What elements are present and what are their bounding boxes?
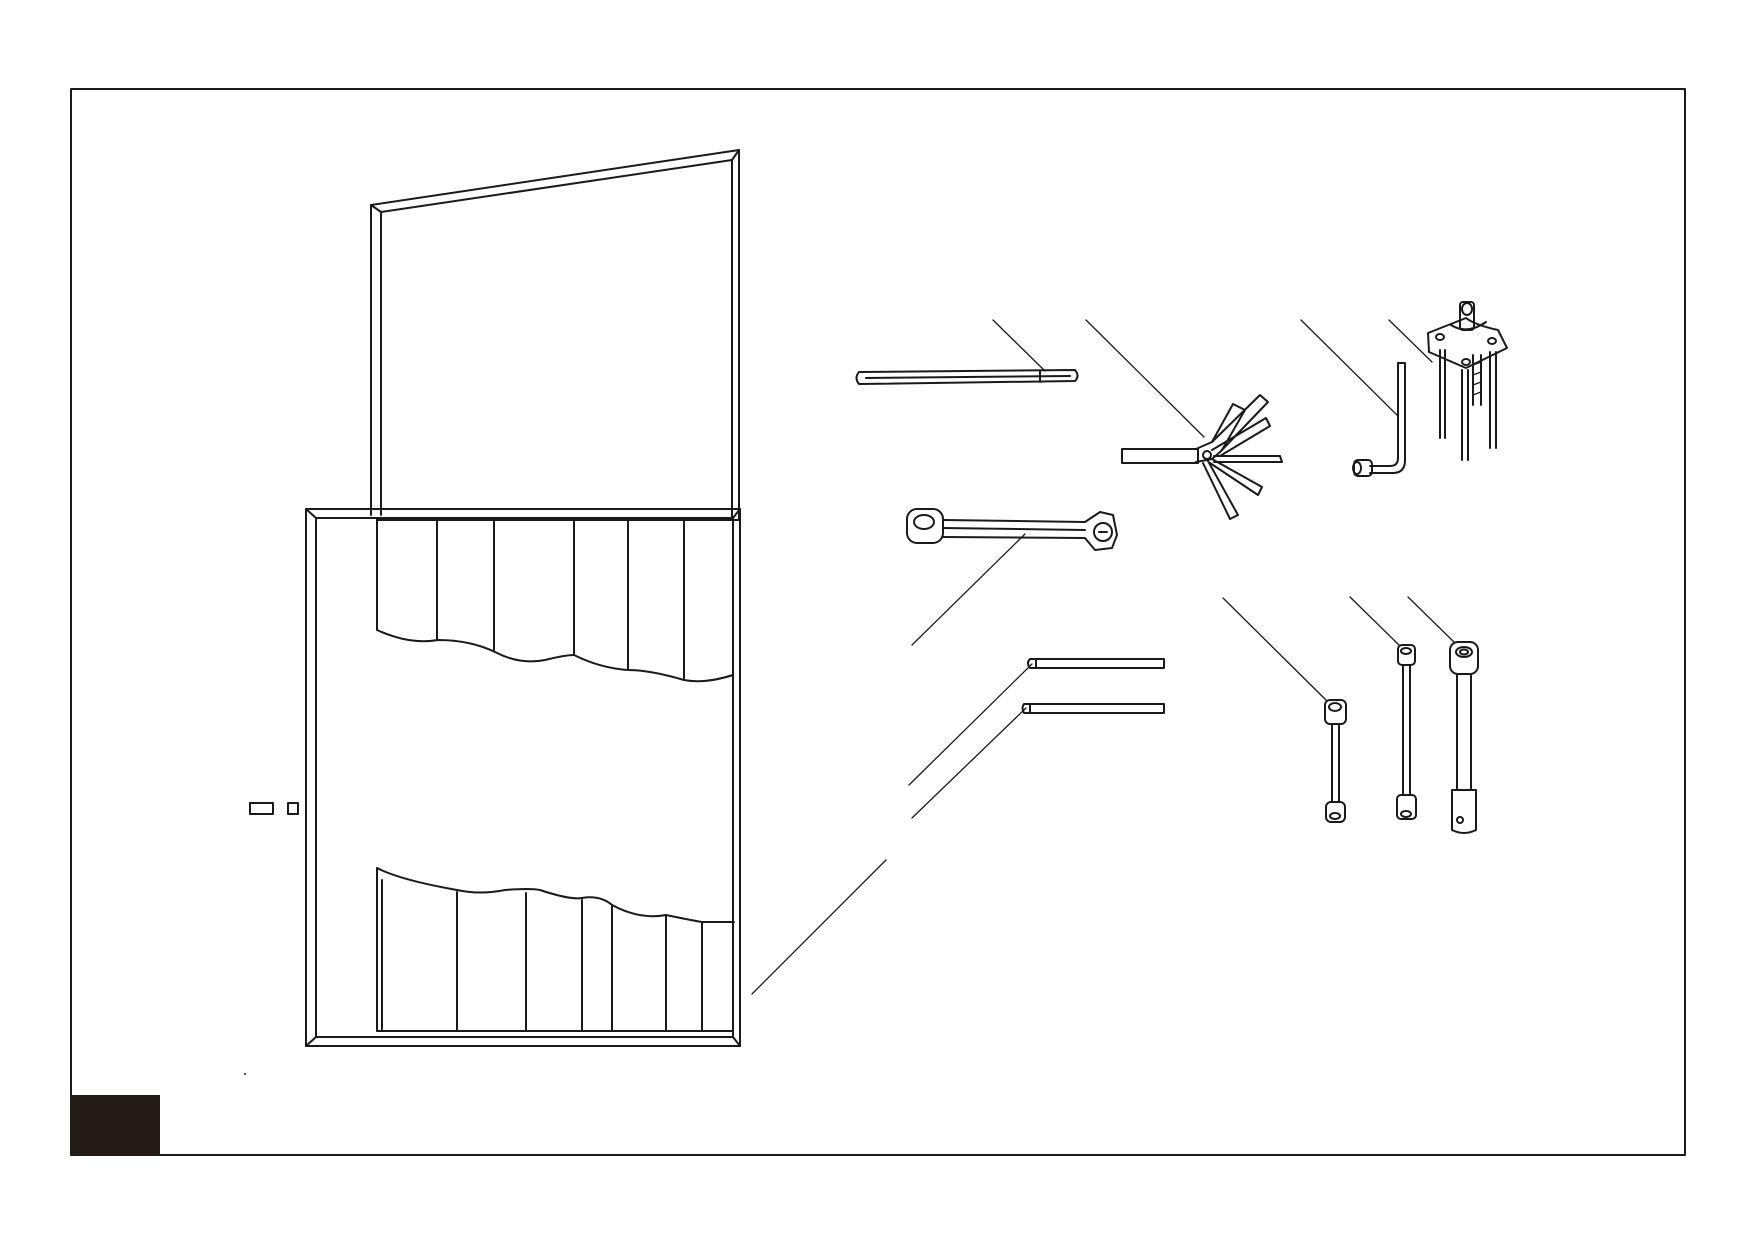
tool-roll-icon [249,149,741,1047]
pin-icon [908,658,1165,819]
wrench-icon [906,508,1118,646]
box-spanner-icon [1349,596,1417,820]
stray-dot [244,1073,246,1075]
rod-icon [855,319,1079,385]
box-spanner-icon [1407,596,1479,834]
puller-icon [1388,301,1508,461]
page-frame [70,88,1686,1156]
corner-block [71,1095,160,1155]
box-spanner-icon [1222,597,1347,823]
tool-roll-leader [751,859,887,995]
feeler-gauge-icon [1085,319,1283,520]
hex-key-icon [1300,319,1406,477]
